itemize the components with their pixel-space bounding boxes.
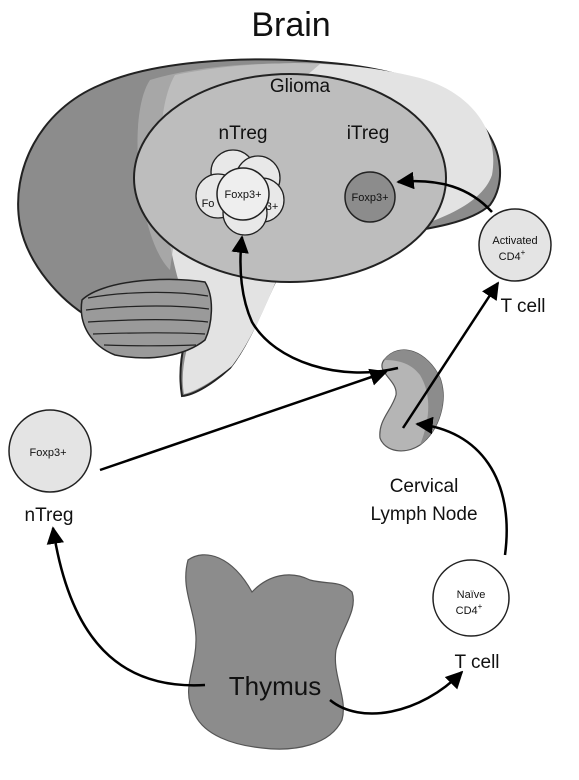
cluster-partial-right: 3+ xyxy=(266,201,279,213)
free-ntreg-caption: nTreg xyxy=(25,505,74,526)
naive-cell-line2: CD4+ xyxy=(456,602,483,617)
itreg-label: iTreg xyxy=(347,123,390,144)
arrow-naive-to-lymph-node xyxy=(415,416,508,556)
naive-cell-caption: T cell xyxy=(454,652,499,673)
arrow-thymus-to-naive xyxy=(329,670,464,715)
itreg-cell-label: Foxp3+ xyxy=(352,192,389,204)
activated-cell-line2: CD4+ xyxy=(499,248,526,263)
free-ntreg-cell-label: Foxp3+ xyxy=(30,447,67,459)
ntreg-cell-cluster: 3+ 3+ Fo Foxp3+ xyxy=(195,149,285,236)
naive-cd4-cell xyxy=(432,559,510,637)
itreg-cell xyxy=(344,171,396,223)
arrow-lymph-node-to-activated xyxy=(401,281,500,429)
cluster-foxp3-label: Foxp3+ xyxy=(225,189,262,201)
cerebellum-folds xyxy=(85,291,210,347)
thymus-label: Thymus xyxy=(229,671,321,701)
activated-cell-line1: Activated xyxy=(492,235,537,247)
activated-cell-caption: T cell xyxy=(500,296,545,317)
glioma-label: Glioma xyxy=(270,76,331,97)
arrow-lymph-node-to-glioma xyxy=(231,235,399,374)
thymus xyxy=(185,554,354,750)
lymph-node-label-line2: Lymph Node xyxy=(370,504,477,525)
ntreg-tumor-label: nTreg xyxy=(219,123,268,144)
lymph-node-label-line1: Cervical xyxy=(390,476,459,497)
arrow-activated-to-itreg xyxy=(396,171,493,213)
naive-cell-line1: Naïve xyxy=(457,589,486,601)
cluster-partial-left: Fo xyxy=(202,198,215,210)
ntreg-cluster-front-cell xyxy=(216,167,270,221)
glioma-region xyxy=(133,73,447,283)
activated-cd4-cell xyxy=(478,208,552,282)
arrows xyxy=(46,171,508,715)
arrow-thymus-to-ntreg xyxy=(46,526,206,687)
arrow-ntreg-to-lymph-node xyxy=(99,368,388,472)
cerebellum xyxy=(80,278,213,359)
free-ntreg-cell xyxy=(8,409,92,493)
diagram-title: Brain xyxy=(251,6,330,44)
